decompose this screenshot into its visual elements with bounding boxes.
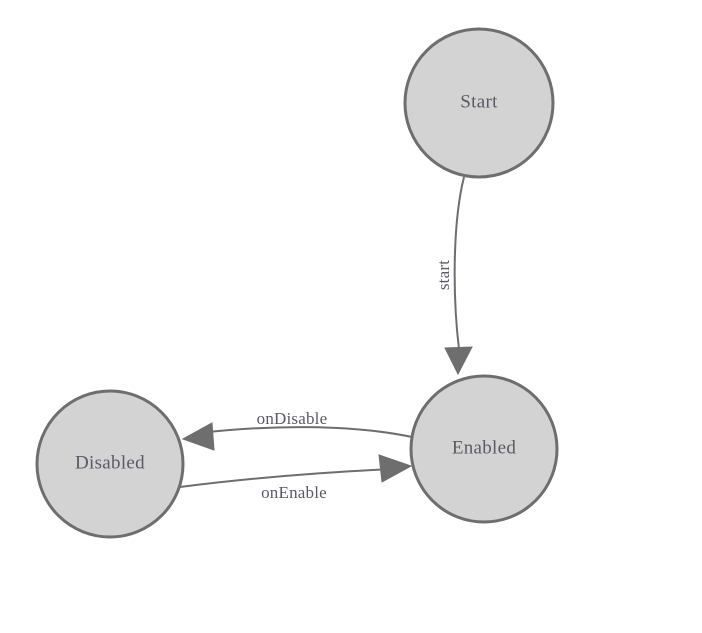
node-circle-start xyxy=(403,27,555,179)
arrowhead-icon-disabled-to-enabled xyxy=(378,454,413,483)
edge-start-to-enabled[interactable]: start xyxy=(434,176,473,376)
edge-label-start: start xyxy=(434,260,453,290)
node-disabled[interactable]: Disabled xyxy=(35,389,185,539)
node-label-start: Start xyxy=(460,91,498,112)
edge-line-enabled-to-disabled xyxy=(199,426,413,438)
edge-label-ondisable: onDisable xyxy=(257,409,328,428)
edge-line-disabled-to-enabled xyxy=(179,468,394,488)
arrowhead-icon-start-to-enabled xyxy=(444,346,473,376)
node-enabled[interactable]: Enabled xyxy=(409,374,559,524)
edge-enabled-to-disabled[interactable]: onDisable xyxy=(181,409,413,451)
node-start[interactable]: Start xyxy=(403,27,555,179)
edge-label-onenable: onEnable xyxy=(261,483,327,502)
edge-line-start-to-enabled xyxy=(453,176,465,350)
node-label-enabled: Enabled xyxy=(452,437,517,458)
edge-disabled-to-enabled[interactable]: onEnable xyxy=(179,454,413,502)
arrowhead-icon-enabled-to-disabled xyxy=(181,422,215,451)
node-circle-enabled xyxy=(409,374,559,524)
node-label-disabled: Disabled xyxy=(75,452,145,473)
node-circle-disabled xyxy=(35,389,185,539)
